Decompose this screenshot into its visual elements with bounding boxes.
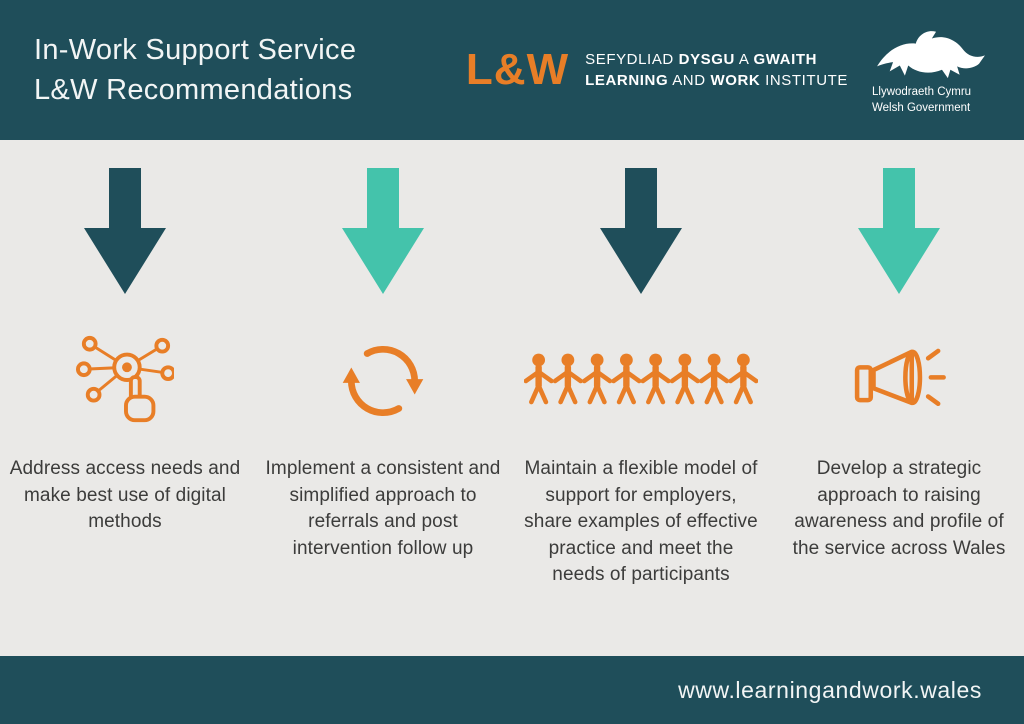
recommendation-text: Address access needs and make best use o…: [9, 458, 241, 533]
digital-network-icon: [76, 316, 174, 446]
website-url: www.learningandwork.wales: [678, 676, 982, 703]
institute-name-welsh: SEFYDLIAD DYSGU A GWAITH: [585, 51, 818, 68]
welsh-gov-line1: Llywodraeth Cymru: [872, 85, 972, 98]
dragon-icon: [877, 31, 985, 79]
welsh-government-logo: Llywodraeth Cymru Welsh Government: [872, 24, 990, 116]
recommendation-column-awareness: Develop a strategic approach to raising …: [781, 168, 1017, 656]
down-arrow-icon: [858, 168, 940, 296]
recommendation-column-referrals: Implement a consistent and simplified ap…: [265, 168, 501, 656]
institute-name: SEFYDLIAD DYSGU A GWAITH LEARNING AND WO…: [585, 51, 848, 89]
welsh-gov-line2: Welsh Government: [872, 101, 971, 114]
header: In-Work Support Service L&W Recommendati…: [0, 0, 1024, 140]
cycle-arrows-icon: [335, 316, 431, 446]
institute-name-english: LEARNING AND WORK INSTITUTE: [585, 72, 848, 89]
recommendation-column-flexible-support: Maintain a flexible model of support for…: [523, 168, 759, 656]
recommendation-column-digital: Address access needs and make best use o…: [7, 168, 243, 656]
down-arrow-icon: [600, 168, 682, 296]
down-arrow-icon: [84, 168, 166, 296]
people-row-icon: [524, 316, 758, 446]
page-title-line2: L&W Recommendations: [34, 74, 353, 106]
recommendations-grid: Address access needs and make best use o…: [0, 140, 1024, 656]
lw-logo-icon: L&W: [465, 45, 570, 94]
page-title: In-Work Support Service L&W Recommendati…: [34, 30, 466, 110]
recommendation-text: Develop a strategic approach to raising …: [792, 458, 1006, 559]
megaphone-icon: [848, 316, 950, 446]
recommendation-text: Maintain a flexible model of support for…: [524, 458, 758, 586]
footer: www.learningandwork.wales: [0, 656, 1024, 724]
learning-and-work-institute-logo: L&W SEFYDLIAD DYSGU A GWAITH LEARNING AN…: [466, 48, 848, 92]
page-title-line1: In-Work Support Service: [34, 33, 357, 66]
recommendation-text: Implement a consistent and simplified ap…: [265, 458, 501, 559]
down-arrow-icon: [342, 168, 424, 296]
